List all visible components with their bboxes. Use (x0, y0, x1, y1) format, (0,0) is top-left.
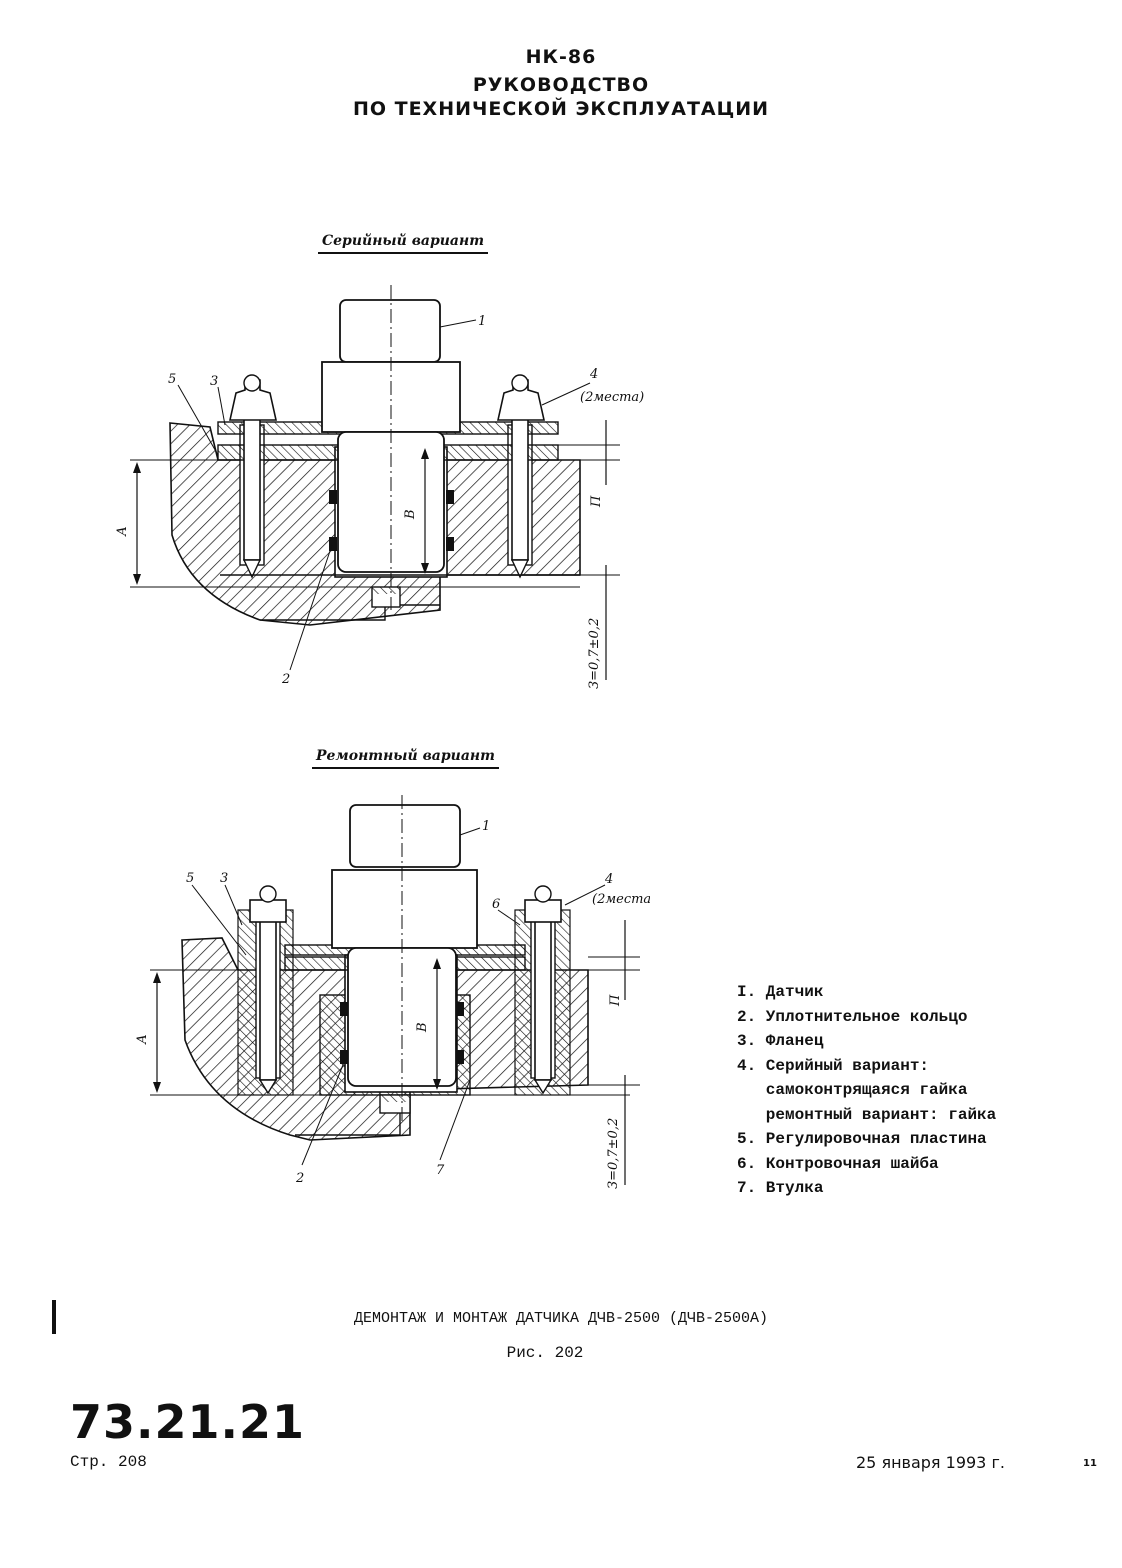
serial-variant-drawing: А В П З=0,7±0,2 1 5 3 4 (2места) 2 (115, 285, 644, 689)
part-6-callout-repair: 6 (492, 897, 500, 912)
document-title-line2: ПО ТЕХНИЧЕСКОЙ ЭКСПЛУАТАЦИИ (352, 98, 770, 120)
parts-legend: I. Датчик 2. Уплотнительное кольцо 3. Фл… (737, 980, 996, 1201)
part-2-callout-repair: 2 (295, 1171, 304, 1186)
dim-b-label: В (403, 509, 418, 520)
legend-item: 2. Уплотнительное кольцо (737, 1007, 968, 1026)
part-4-callout-repair: 4 (604, 872, 613, 887)
dim-b-label-repair: В (415, 1022, 430, 1033)
section-number: 73.21.21 (70, 1395, 305, 1449)
figure-number: Рис. 202 (506, 1344, 584, 1362)
part-1-callout-repair: 1 (482, 819, 490, 834)
part-2-callout: 2 (281, 672, 290, 687)
dim-a-label-repair: А (135, 1034, 150, 1045)
dim-a-label: А (115, 526, 130, 537)
document-code: НК-86 (525, 46, 597, 68)
figure-title: ДЕМОНТАЖ И МОНТАЖ ДАТЧИКА ДЧВ-2500 (ДЧВ-… (353, 1310, 769, 1327)
serial-variant-caption: Серийный вариант (318, 233, 489, 254)
legend-item: I. Датчик (737, 983, 824, 1001)
part-3-callout-repair: 3 (220, 871, 228, 886)
part-5-callout: 5 (168, 372, 176, 387)
repair-variant-drawing: А В П З=0,7±0,2 1 5 3 6 4 (2места) 2 7 (135, 795, 650, 1189)
legend-item: ремонтный вариант: гайка (737, 1105, 997, 1124)
dim-p-label: П (589, 495, 604, 508)
legend-item: 4. Серийный вариант: (737, 1056, 930, 1075)
legend-item: 6. Контровочная шайба (737, 1154, 939, 1173)
document-title-line1: РУКОВОДСТВО (472, 74, 650, 96)
legend-item: 5. Регулировочная пластина (737, 1130, 987, 1148)
part-5-callout-repair: 5 (186, 871, 194, 886)
revision-date: 25 января 1993 г. (856, 1453, 1005, 1472)
page-number: Стр. 208 (70, 1453, 147, 1471)
legend-item: самоконтрящаяся гайка (737, 1081, 968, 1099)
legend-item: 7. Втулка (737, 1179, 824, 1197)
gap-label-repair: З=0,7±0,2 (606, 1118, 621, 1189)
part-4-note-repair: (2места) (592, 892, 650, 907)
gap-label: З=0,7±0,2 (587, 618, 602, 689)
part-3-callout: 3 (210, 374, 218, 389)
part-7-callout-repair: 7 (436, 1163, 445, 1178)
part-4-note: (2места) (580, 390, 644, 405)
revision-bar (52, 1300, 56, 1334)
dim-p-label-repair: П (608, 994, 623, 1007)
repair-variant-caption: Ремонтный вариант (312, 748, 499, 769)
legend-item: 3. Фланец (737, 1032, 824, 1050)
page-mark: 11 (1083, 1458, 1097, 1469)
part-1-callout: 1 (478, 314, 486, 329)
part-4-callout: 4 (589, 367, 598, 382)
